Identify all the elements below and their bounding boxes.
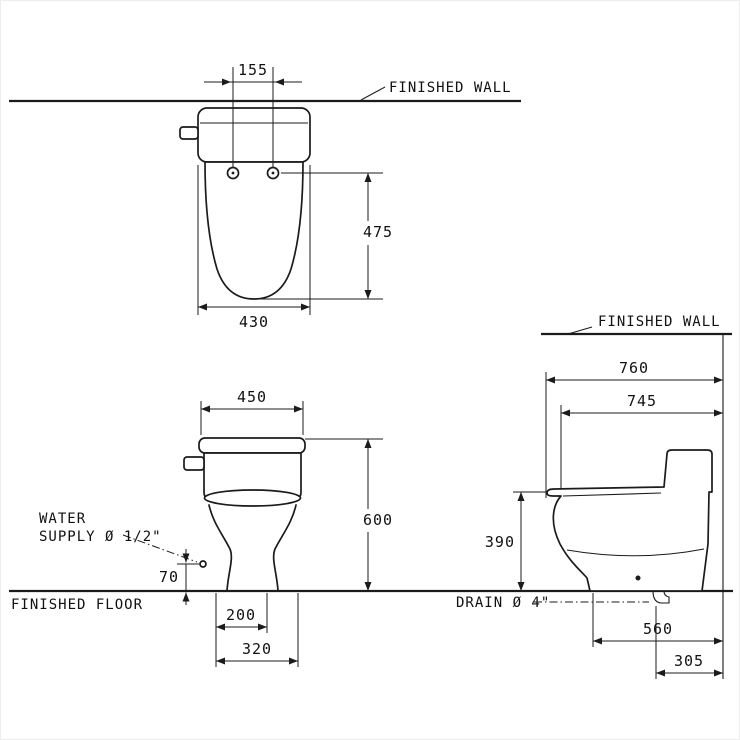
flush-lever-top-view	[179, 126, 199, 140]
flush-lever-front	[183, 456, 205, 471]
dim-320-label: 320	[242, 640, 272, 658]
tank-lid-front	[198, 437, 306, 454]
toilet-side-profile	[546, 449, 713, 592]
fixing-hole-dot	[635, 575, 641, 581]
seat-bolt-right-center	[271, 171, 275, 175]
finished-wall-top-label: FINISHED WALL	[389, 80, 512, 96]
base-contour-seam	[566, 548, 705, 557]
water-supply-label-line2: SUPPLY Ø 1/2"	[39, 529, 162, 545]
dim-200-label: 200	[226, 606, 256, 624]
dim-745-label: 745	[627, 392, 657, 410]
finished-wall-side-leader	[567, 326, 593, 335]
pedestal-left-contour	[208, 504, 233, 592]
drain-outlet	[652, 590, 670, 604]
drain-label: DRAIN Ø 4"	[456, 595, 550, 611]
pedestal-right-contour	[272, 504, 297, 592]
water-supply-point	[199, 560, 207, 568]
dim-450-label: 450	[237, 388, 267, 406]
water-supply-label-line1: WATER	[39, 511, 86, 527]
seat-rim-front	[203, 489, 302, 507]
dim-760-label: 760	[619, 359, 649, 377]
dim-390-label: 390	[485, 533, 515, 551]
dim-155-label: 155	[238, 61, 268, 79]
tank-top-view	[197, 107, 311, 163]
finished-wall-top-leader	[360, 86, 386, 101]
dim-430-label: 430	[239, 313, 269, 331]
dim-560-label: 560	[643, 620, 673, 638]
seat-bolt-left-center	[231, 171, 235, 175]
dim-70-label: 70	[159, 568, 179, 586]
finished-floor-label: FINISHED FLOOR	[11, 597, 143, 613]
seat-underside-seam	[562, 492, 662, 497]
dim-305-label: 305	[674, 652, 704, 670]
finished-wall-side-label: FINISHED WALL	[598, 314, 721, 330]
dim-600-label: 600	[363, 511, 393, 529]
bowl-cover-outline	[204, 161, 304, 300]
dim-475-label: 475	[363, 223, 393, 241]
